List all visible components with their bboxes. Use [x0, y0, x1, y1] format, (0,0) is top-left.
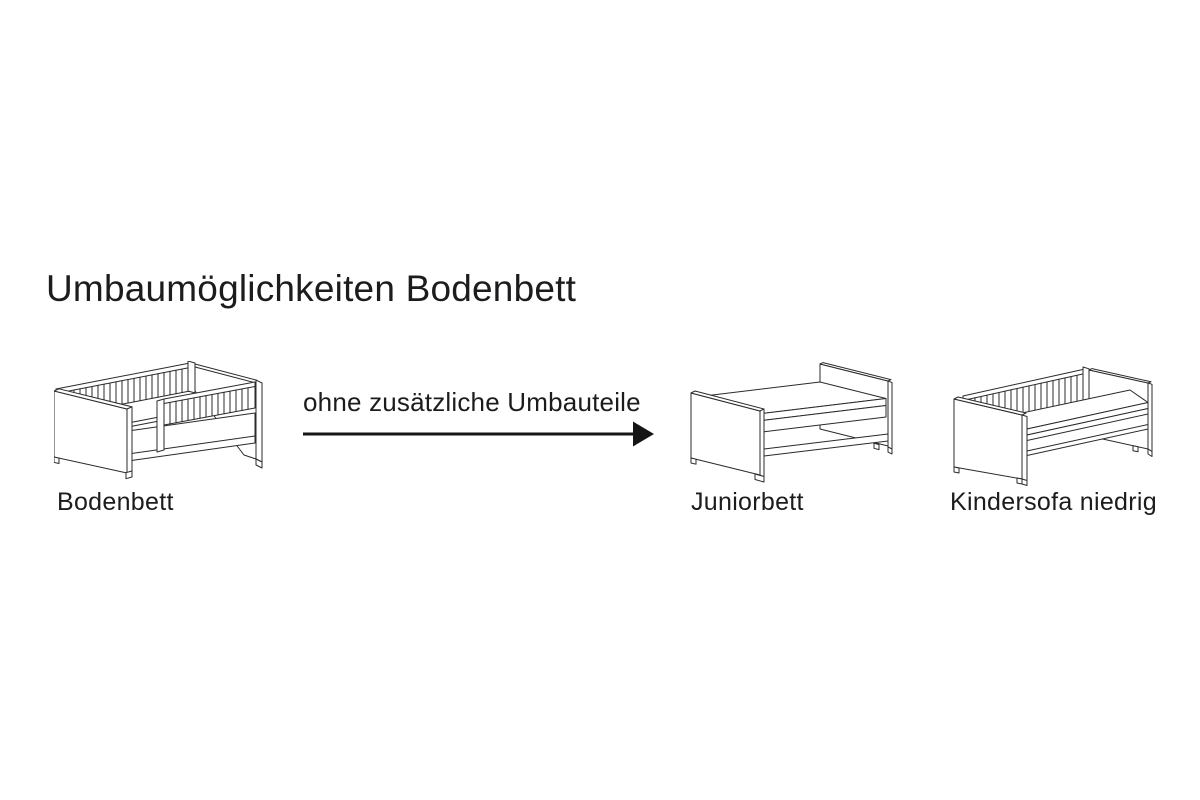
page-title: Umbaumöglichkeiten Bodenbett	[46, 268, 577, 309]
arrow-right-icon	[303, 421, 654, 447]
target-label-kindersofa: Kindersofa niedrig	[950, 488, 1157, 516]
juniorbett-illustration	[690, 362, 893, 483]
kindersofa-illustration	[953, 366, 1153, 486]
target-label-juniorbett: Juniorbett	[691, 488, 804, 516]
bodenbett-illustration	[54, 361, 263, 480]
transition-caption: ohne zusätzliche Umbauteile	[303, 387, 641, 417]
source-label: Bodenbett	[57, 488, 174, 516]
